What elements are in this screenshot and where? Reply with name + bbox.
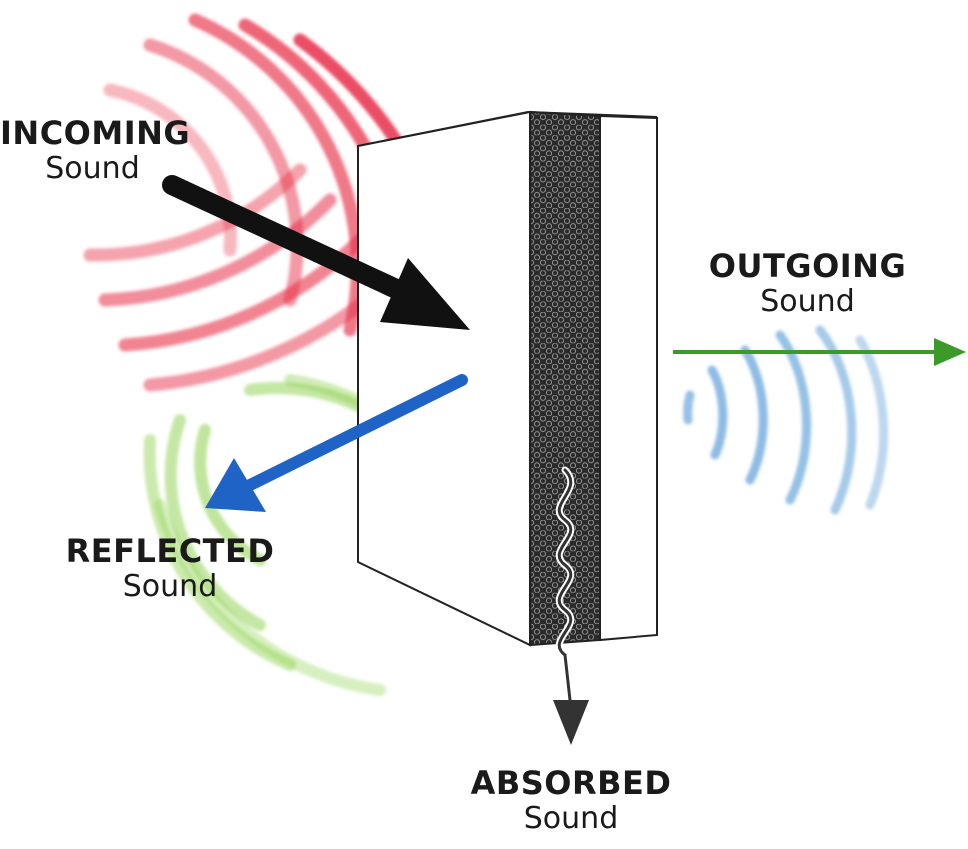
reflected-label-sub: Sound <box>122 568 218 604</box>
absorbed-label-title: ABSORBED <box>470 764 672 802</box>
outgoing-arrow <box>673 338 966 366</box>
reflected-label-title: REFLECTED <box>65 532 275 570</box>
reflected-arrow <box>205 374 468 512</box>
reflected-label: REFLECTED Sound <box>55 533 285 604</box>
panel-back-layer <box>599 114 658 642</box>
incoming-arrow <box>162 175 470 330</box>
acoustic-panel <box>357 110 658 647</box>
incoming-label-sub: Sound <box>45 150 140 186</box>
absorbed-arrow <box>553 466 589 745</box>
panel-front-face <box>357 110 531 647</box>
outgoing-label-sub: Sound <box>760 283 855 319</box>
outgoing-label-title: OUTGOING <box>708 247 907 285</box>
outgoing-sound-waves <box>683 325 889 515</box>
absorbed-label-sub: Sound <box>523 800 619 836</box>
incoming-label: INCOMING Sound <box>0 114 191 186</box>
incoming-label-title: INCOMING <box>0 114 191 152</box>
outgoing-label: OUTGOING Sound <box>700 248 915 319</box>
absorbed-label: ABSORBED Sound <box>462 765 680 836</box>
